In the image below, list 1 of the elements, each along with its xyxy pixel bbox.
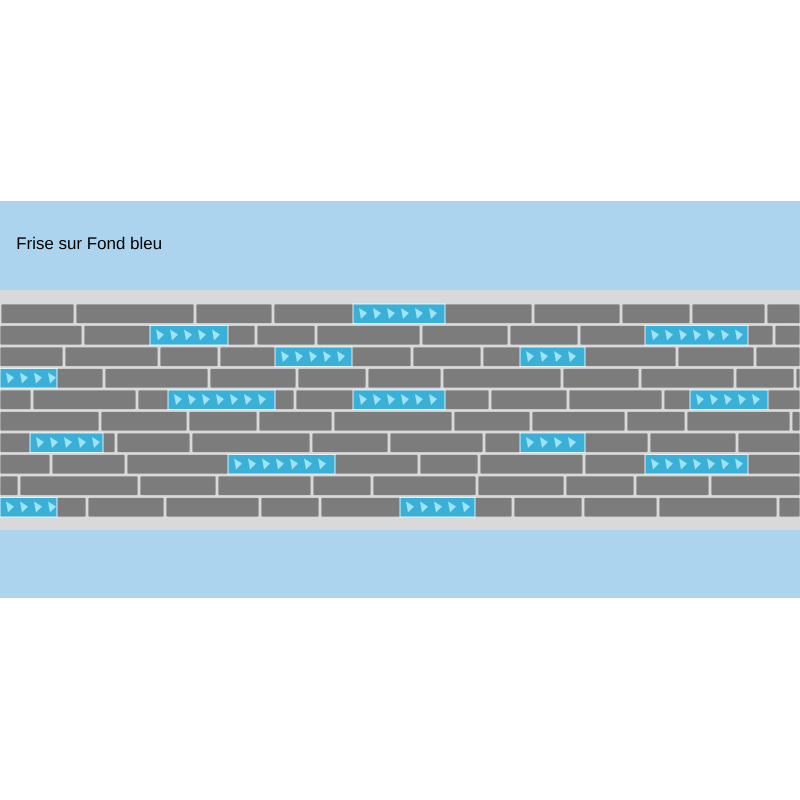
title: Frise sur Fond bleu xyxy=(18,236,161,250)
